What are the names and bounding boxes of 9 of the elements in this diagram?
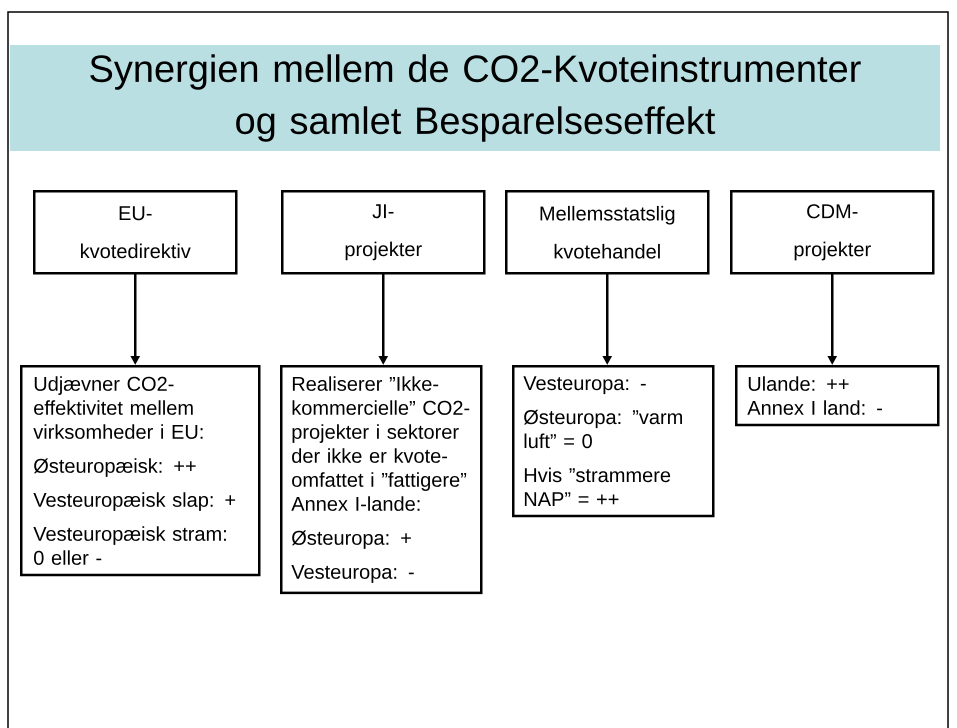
category-box: CDM-projekter	[730, 190, 935, 274]
category-box: EU-kvotedirektiv	[33, 190, 238, 274]
title-banner: Synergien mellem de CO2-Kvoteinstrumenter og samlet Besparelseseffekt	[10, 45, 940, 151]
effect-box: Realiserer ”Ikke-kommercielle” CO2-projekter i sektorer der ikke er kvote-omfattet i ”fattigere” Annex I-lande: Østeuropa: + Vesteuropa: -	[280, 365, 482, 594]
effect-box: Udjævner CO2-effektivitet mellem virksomheder i EU: Østeuropæisk: ++ Vesteuropæisk slap: + Vesteuropæisk stram: 0 eller -	[20, 365, 260, 576]
category-box: JI-projekter	[281, 190, 486, 274]
category-box: Mellemsstatslig kvotehandel	[505, 190, 710, 274]
effect-box: Vesteuropa: - Østeuropa: ”varm luft” = 0 Hvis ”strammere NAP” = ++	[512, 365, 714, 518]
effect-box: Ulande: ++ Annex I land: -	[735, 365, 940, 426]
